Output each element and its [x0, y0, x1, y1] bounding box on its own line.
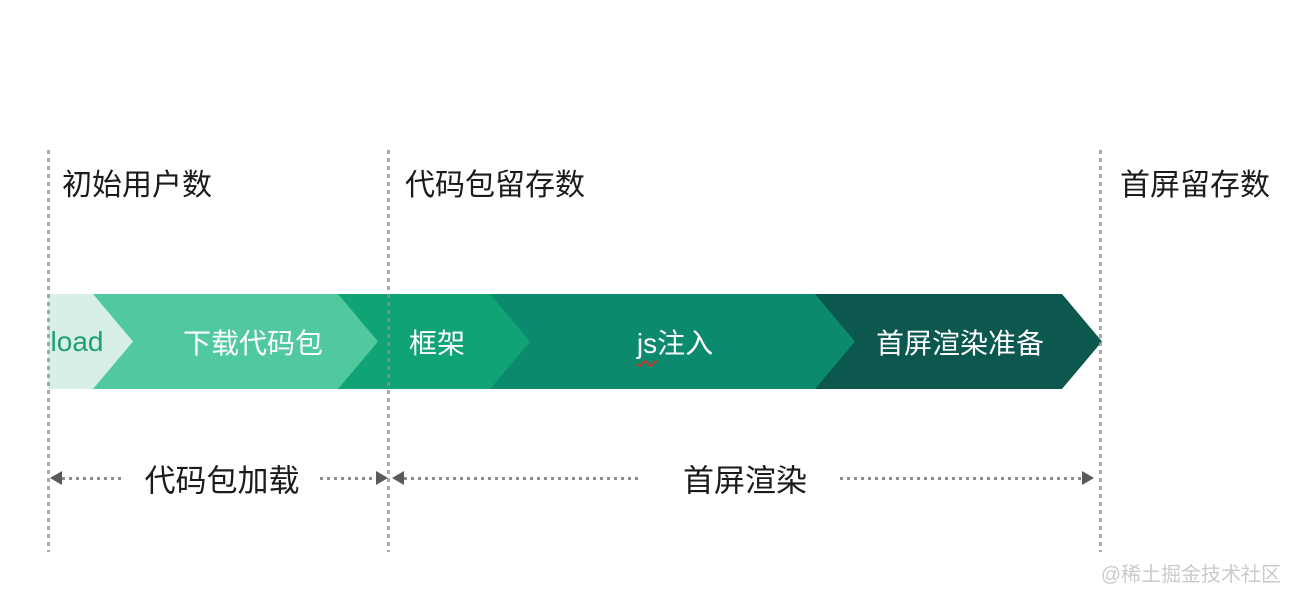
stage-label-js-inject: js注入 — [637, 322, 713, 362]
stage-label-first-screen-render-prep: 首屏渲染准备 — [875, 328, 1045, 359]
stage-label-framework: 框架 — [408, 328, 466, 359]
divider-first-screen-retention — [1099, 150, 1102, 552]
arrowhead-left-icon — [50, 471, 62, 485]
arrowhead-right-icon — [1082, 471, 1094, 485]
arrowhead-left-icon — [392, 471, 404, 485]
label-bundle-retention: 代码包留存数 — [405, 169, 585, 202]
js-word-with-squiggle: js — [636, 328, 658, 359]
arrowhead-right-icon — [376, 471, 388, 485]
dotted-arrow-line — [62, 477, 122, 480]
label-initial-users: 初始用户数 — [62, 169, 212, 202]
stage-label-load: load — [50, 326, 104, 357]
measure-label-first-screen-render: 首屏渲染 — [683, 463, 807, 499]
divider-initial-users — [47, 150, 50, 552]
chevron-first-screen-render-prep — [815, 294, 1102, 389]
js-inject-rest: 注入 — [657, 328, 714, 359]
measure-label-bundle-load: 代码包加载 — [144, 463, 300, 499]
chevron-download-bundle — [93, 294, 378, 389]
dotted-arrow-line — [840, 477, 1082, 480]
dotted-arrow-line — [404, 477, 640, 480]
dotted-arrow-line — [320, 477, 378, 480]
watermark-juejin-community: @稀土掘金技术社区 — [1100, 564, 1281, 586]
chevron-js-inject — [490, 294, 855, 389]
stage-label-download-bundle: 下载代码包 — [182, 328, 324, 359]
divider-bundle-retention — [387, 150, 390, 552]
label-first-screen-retention: 首屏留存数 — [1120, 169, 1270, 202]
